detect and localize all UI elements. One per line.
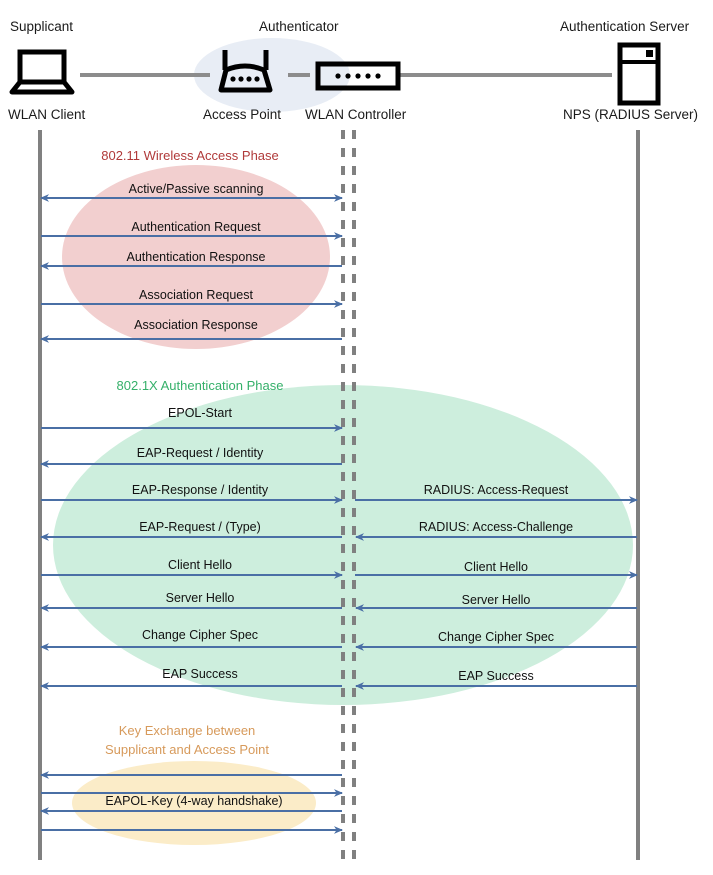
device-label-nps-radius-server: NPS (RADIUS Server) bbox=[563, 107, 699, 122]
message-label-eapol-key-handshake: EAPOL-Key (4-way handshake) bbox=[105, 794, 283, 808]
phase-ellipse-key-exchange bbox=[72, 761, 316, 845]
message-label-association-response: Association Response bbox=[134, 318, 258, 332]
message-label-authentication-request: Authentication Request bbox=[131, 220, 261, 234]
message-label-client-hello-left: Client Hello bbox=[168, 558, 232, 572]
message-label-authentication-response: Authentication Response bbox=[126, 250, 266, 264]
phase-title-dot1x-authentication: 802.1X Authentication Phase bbox=[116, 378, 284, 393]
role-label-authenticator: Authenticator bbox=[259, 19, 339, 34]
phase-title-key-exchange-line2: Supplicant and Access Point bbox=[104, 742, 270, 757]
message-label-change-cipher-spec-left: Change Cipher Spec bbox=[141, 628, 259, 642]
phase-title-key-exchange: Key Exchange between Supplicant and Acce… bbox=[105, 721, 269, 759]
message-label-active-passive-scanning: Active/Passive scanning bbox=[128, 182, 264, 196]
message-label-eap-request-type: EAP-Request / (Type) bbox=[139, 520, 261, 534]
device-label-wlan-controller: WLAN Controller bbox=[305, 107, 407, 122]
message-label-eap-response-identity: EAP-Response / Identity bbox=[131, 483, 269, 497]
message-label-client-hello-right: Client Hello bbox=[464, 560, 528, 574]
device-label-access-point: Access Point bbox=[203, 107, 282, 122]
message-label-radius-access-request: RADIUS: Access-Request bbox=[423, 483, 569, 497]
message-label-eap-request-identity: EAP-Request / Identity bbox=[136, 446, 264, 460]
phase-title-wireless-access: 802.11 Wireless Access Phase bbox=[101, 148, 279, 163]
message-label-eap-success-right: EAP Success bbox=[458, 669, 534, 683]
authenticator-group-ellipse bbox=[194, 38, 350, 112]
message-label-radius-access-challenge: RADIUS: Access-Challenge bbox=[418, 520, 574, 534]
message-label-change-cipher-spec-right: Change Cipher Spec bbox=[437, 630, 555, 644]
message-label-association-request: Association Request bbox=[139, 288, 253, 302]
server-icon bbox=[617, 42, 661, 106]
access-point-icon bbox=[218, 50, 273, 93]
message-label-server-hello-left: Server Hello bbox=[165, 591, 235, 605]
wlan-controller-icon bbox=[315, 61, 401, 91]
message-label-epol-start: EPOL-Start bbox=[168, 406, 232, 420]
role-label-authentication-server: Authentication Server bbox=[560, 19, 690, 34]
message-label-eap-success-left: EAP Success bbox=[162, 667, 238, 681]
laptop-icon bbox=[9, 49, 75, 95]
device-label-wlan-client: WLAN Client bbox=[8, 107, 86, 122]
role-label-supplicant: Supplicant bbox=[10, 19, 74, 34]
phase-title-key-exchange-line1: Key Exchange between bbox=[118, 723, 256, 738]
message-label-server-hello-right: Server Hello bbox=[461, 593, 531, 607]
